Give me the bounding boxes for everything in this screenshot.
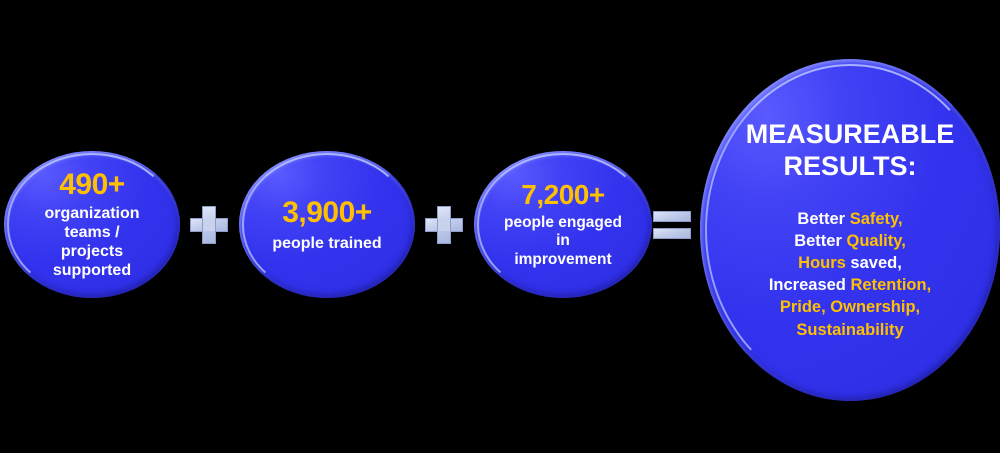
equals-bottom-bar (653, 228, 691, 239)
equals-sign-icon (653, 211, 691, 239)
stat-content: 490+ organization teams / projects suppo… (16, 168, 167, 280)
results-line: Better Safety, (715, 208, 985, 230)
results-ellipse: MEASUREABLE RESULTS: Better Safety, Bett… (700, 59, 1000, 401)
results-line-segment: Sustainability (796, 320, 904, 339)
stat-caption-line: in (556, 232, 570, 250)
stat-number: 3,900+ (282, 196, 372, 230)
results-line-segment: Hours (798, 254, 846, 273)
stat-number: 490+ (59, 168, 125, 202)
plus-sign-icon (425, 206, 463, 244)
plus-center-patch (203, 219, 215, 231)
results-line: Increased Retention, (715, 274, 985, 296)
results-line-segment: Increased (768, 276, 851, 295)
stat-ellipse-people-trained: 3,900+ people trained (239, 151, 415, 298)
stat-content: 3,900+ people trained (251, 196, 402, 253)
stat-number: 7,200+ (521, 179, 605, 211)
stat-caption-line: supported (52, 261, 132, 279)
results-title-line: RESULTS: (783, 150, 917, 181)
results-title-line: MEASUREABLE (745, 119, 955, 150)
stat-caption-line: organization (44, 205, 140, 223)
stat-ellipse-organization-teams: 490+ organization teams / projects suppo… (4, 151, 180, 298)
stat-content: 7,200+ people engaged in improvement (486, 179, 639, 269)
results-line-segment: saved, (845, 254, 902, 273)
results-list: Better Safety, Better Quality, Hours sav… (715, 208, 985, 341)
results-line-segment: Better (794, 232, 847, 251)
stat-caption-line: projects (60, 242, 124, 260)
results-line-segment: Quality, (846, 232, 906, 251)
plus-sign-icon (190, 206, 228, 244)
equals-top-bar (653, 211, 691, 222)
results-line-segment: Retention, (850, 276, 932, 295)
stat-caption-line: people engaged (503, 213, 622, 231)
results-line-segment: Safety, (849, 209, 903, 228)
results-line: Better Quality, (715, 230, 985, 252)
results-content: MEASUREABLE RESULTS: Better Safety, Bett… (715, 119, 985, 340)
stat-caption-line: improvement (514, 250, 612, 268)
stat-caption-line: teams / (64, 223, 120, 241)
results-line: Pride, Ownership, (715, 296, 985, 318)
results-line-segment: Pride, Ownership, (779, 298, 921, 317)
results-line: Hours saved, (715, 252, 985, 274)
plus-center-patch (438, 219, 450, 231)
stat-ellipse-people-engaged: 7,200+ people engaged in improvement (474, 151, 652, 298)
results-title: MEASUREABLE RESULTS: (715, 119, 985, 182)
stat-caption-line: people trained (272, 234, 382, 252)
results-line-segment: Better (797, 209, 850, 228)
results-line: Sustainability (715, 319, 985, 341)
